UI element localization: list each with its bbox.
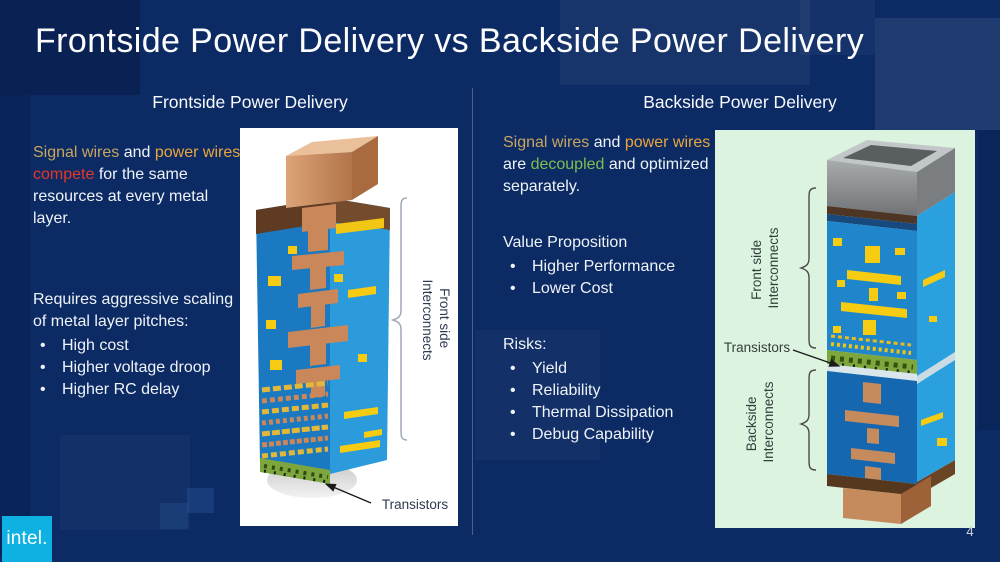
transistors-label: Transistors xyxy=(724,340,791,355)
transistors-arrow xyxy=(324,483,372,504)
bullet-item: High cost xyxy=(33,335,247,357)
intro-segment: and optimized separately. xyxy=(503,156,709,195)
frontside-interconnects-label: Front side Interconnects xyxy=(420,279,452,360)
intro-segment: power wires xyxy=(154,144,241,161)
requires-bullet-list: High cost Higher voltage droop Higher RC… xyxy=(33,335,247,401)
page-number: 4 xyxy=(966,524,974,539)
bullet-item: Reliability xyxy=(503,380,723,402)
bullet-item: Thermal Dissipation xyxy=(503,402,723,424)
background-tile xyxy=(0,95,30,555)
bullet-item: Yield xyxy=(503,358,723,380)
frontside-interconnects-bracket xyxy=(390,197,408,441)
background-tile xyxy=(160,503,188,529)
copper-bump-bottom xyxy=(827,460,955,524)
dense-metal-layers xyxy=(261,380,329,459)
bullet-item: Higher voltage droop xyxy=(33,357,247,379)
intro-segment: Signal wires xyxy=(503,134,590,151)
transistor-layer xyxy=(260,458,330,484)
intro-segment: and xyxy=(589,134,625,151)
risks-block: Risks: Yield Reliability Thermal Dissipa… xyxy=(503,334,723,446)
intro-segment: decoupled xyxy=(530,156,605,173)
frontside-chip-illustration: Front side Interconnects Transistors xyxy=(256,136,452,512)
intro-segment: power wires xyxy=(624,134,711,151)
frontside-requires-block: Requires aggressive scaling of metal lay… xyxy=(33,289,247,401)
intel-logo: intel. xyxy=(2,516,52,562)
value-proposition-block: Value Proposition Higher Performance Low… xyxy=(503,232,723,300)
transistors-arrow xyxy=(792,349,841,367)
intro-segment: are xyxy=(503,156,531,173)
background-tile xyxy=(187,488,214,513)
copper-bump-top xyxy=(286,136,378,232)
backside-intro-text: Signal wires and power wires are decoupl… xyxy=(503,132,719,198)
intro-segment: compete xyxy=(33,166,95,183)
risks-lead: Risks: xyxy=(503,336,547,353)
slide-title: Frontside Power Delivery vs Backside Pow… xyxy=(35,22,865,60)
bullet-item: Lower Cost xyxy=(503,278,723,300)
frontside-intro-text: Signal wires and power wires compete for… xyxy=(33,142,241,230)
transistor-layer xyxy=(827,350,917,381)
silver-cap-top xyxy=(827,140,955,231)
backside-interconnect-section xyxy=(827,371,917,484)
bullet-item: Debug Capability xyxy=(503,424,723,446)
risks-list: Yield Reliability Thermal Dissipation De… xyxy=(503,358,723,446)
signal-vias xyxy=(266,246,382,453)
chip-side-face xyxy=(917,192,955,482)
backside-diagram-panel: Front side Interconnects Transistors Bac… xyxy=(715,130,975,528)
column-divider xyxy=(472,88,473,535)
value-proposition-lead: Value Proposition xyxy=(503,234,628,251)
frontside-interconnects-label: Front side Interconnects xyxy=(749,227,781,308)
backside-interconnects-label: Backside Interconnects xyxy=(744,381,776,462)
intro-segment: for the same resources at every metal la… xyxy=(33,166,209,227)
background-tile xyxy=(978,130,1000,430)
frontside-column-heading: Frontside Power Delivery xyxy=(152,92,348,112)
backside-interconnects-bracket xyxy=(798,369,817,471)
requires-lead: Requires aggressive scaling of metal lay… xyxy=(33,291,234,330)
bullet-item: Higher RC delay xyxy=(33,379,247,401)
frontside-interconnect-section xyxy=(827,221,947,446)
intro-segment: and xyxy=(119,144,155,161)
intro-segment: Signal wires xyxy=(33,144,120,161)
background-tile xyxy=(60,435,190,530)
value-proposition-list: Higher Performance Lower Cost xyxy=(503,256,723,300)
backside-column-heading: Backside Power Delivery xyxy=(643,92,837,112)
bullet-item: Higher Performance xyxy=(503,256,723,278)
intel-logo-text: intel. xyxy=(6,528,48,549)
frontside-diagram-panel: Front side Interconnects Transistors xyxy=(240,128,458,526)
transistors-label: Transistors xyxy=(382,497,449,512)
frontside-interconnects-bracket xyxy=(798,187,817,349)
backside-chip-illustration: Front side Interconnects Transistors Bac… xyxy=(724,140,955,524)
